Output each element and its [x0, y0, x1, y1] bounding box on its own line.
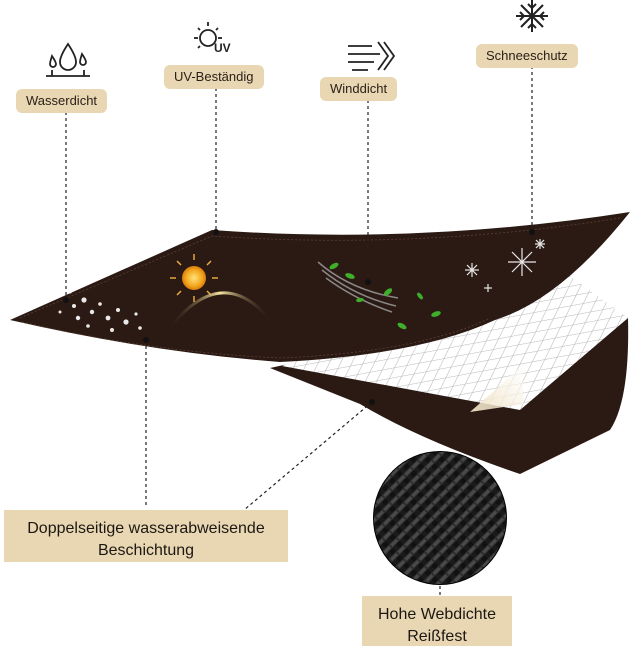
callout-weave-line2: Reißfest — [407, 628, 467, 645]
feature-label-wind: Winddicht — [320, 77, 398, 101]
snowflakes — [465, 239, 545, 292]
uv-icon-text: UV — [214, 41, 231, 55]
feature-label-uv: UV-Beständig — [164, 65, 264, 89]
sun — [182, 266, 206, 290]
feature-label-waterproof: Wasserdicht — [16, 89, 108, 113]
uv-arc — [166, 291, 274, 331]
callout-weave-line1: Hohe Webdichte — [378, 606, 496, 623]
water-drop-icon — [46, 42, 90, 77]
wind-icon — [348, 41, 396, 71]
callout-weave: Hohe Webdichte Reißfest — [362, 596, 512, 646]
leader-lines — [65, 66, 533, 596]
sun-uv-icon — [194, 22, 222, 49]
leaves — [329, 262, 441, 330]
snowflake-icon — [516, 0, 548, 32]
feature-label-snow: Schneeschutz — [476, 44, 578, 68]
callout-coating-line1: Doppelseitige wasserabweisende — [27, 520, 265, 537]
light-beam — [470, 366, 524, 412]
wind-swirl — [317, 261, 399, 313]
fabric-top-layer — [10, 212, 630, 362]
callout-coating-line2: Beschichtung — [97, 542, 195, 559]
weave-closeup — [374, 452, 506, 584]
water-droplets — [58, 290, 142, 332]
callout-coating: Doppelseitige wasserabweisende Beschicht… — [4, 510, 288, 562]
